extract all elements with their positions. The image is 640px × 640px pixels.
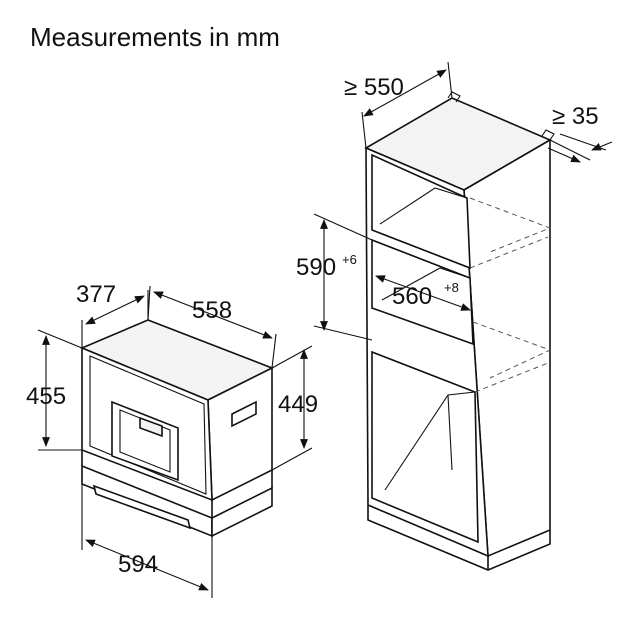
page-title: Measurements in mm: [30, 22, 280, 52]
label-appliance-height: 455: [26, 383, 66, 410]
drawer-handle: [92, 484, 192, 530]
label-niche-height: 590: [296, 254, 336, 281]
label-side-clearance: ≥ 35: [552, 103, 599, 130]
label-niche-width: 560: [392, 283, 432, 310]
label-appliance-inner-height: 449: [278, 391, 318, 418]
tall-cabinet: [364, 91, 555, 571]
coffee-outlet: [111, 400, 179, 482]
label-appliance-width: 594: [118, 551, 158, 578]
dim-appliance-side-depth: 558: [147, 285, 277, 369]
label-niche-height-tolerance: +6: [342, 252, 357, 267]
dim-side-clearance: ≥ 35: [547, 103, 613, 163]
dim-appliance-inner-height: 449: [271, 345, 318, 471]
dim-appliance-depth: 377: [76, 281, 149, 348]
label-appliance-side-depth: 558: [192, 297, 232, 324]
label-niche-width-tolerance: +8: [444, 280, 459, 295]
appliance: [79, 319, 274, 538]
dim-appliance-height: 455: [26, 329, 83, 451]
dim-niche-height: 590 +6: [296, 213, 373, 341]
dim-niche-width: 560 +8: [375, 275, 471, 311]
dim-cabinet-depth: ≥ 550: [344, 61, 453, 149]
side-handle: [231, 400, 257, 428]
label-cabinet-depth: ≥ 550: [344, 74, 404, 101]
label-appliance-depth: 377: [76, 281, 116, 308]
dim-appliance-width: 594: [81, 484, 213, 598]
